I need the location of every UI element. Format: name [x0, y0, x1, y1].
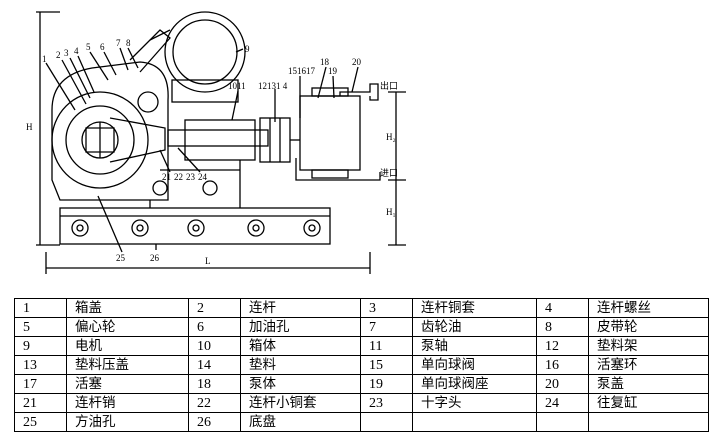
part-name	[412, 412, 537, 432]
label-inlet: 进口	[380, 168, 398, 178]
part-number: 15	[360, 355, 413, 375]
part-name: 十字头	[412, 393, 537, 413]
part-name: 电机	[66, 336, 189, 356]
gearbox-housing	[51, 61, 169, 201]
part-number: 7	[360, 317, 413, 337]
part-number: 13	[14, 355, 67, 375]
callout-22: 22	[174, 172, 183, 182]
part-number: 17	[14, 374, 67, 394]
part-name: 连杆销	[66, 393, 189, 413]
callout-21: 21	[162, 172, 171, 182]
part-number: 25	[14, 412, 67, 432]
part-name: 偏心轮	[66, 317, 189, 337]
part-number: 14	[188, 355, 241, 375]
part-number: 11	[360, 336, 413, 356]
part-name: 垫料	[240, 355, 361, 375]
part-name: 加油孔	[240, 317, 361, 337]
part-name: 齿轮油	[412, 317, 537, 337]
part-name: 单向球阀座	[412, 374, 537, 394]
part-number: 1	[14, 298, 67, 318]
callout-7: 7	[116, 38, 121, 48]
part-name: 单向球阀	[412, 355, 537, 375]
part-name: 垫料压盖	[66, 355, 189, 375]
callout-6: 6	[100, 42, 105, 52]
callout-4: 4	[74, 46, 79, 56]
part-number: 3	[360, 298, 413, 318]
part-number: 20	[536, 374, 589, 394]
dimension-H1: H₁	[386, 207, 396, 217]
part-name: 泵盖	[588, 374, 709, 394]
part-number: 24	[536, 393, 589, 413]
dimension-L: L	[205, 256, 211, 266]
callout-26: 26	[150, 253, 160, 263]
part-number: 19	[360, 374, 413, 394]
callout-15-17: 151617	[288, 66, 316, 76]
part-name: 连杆小铜套	[240, 393, 361, 413]
motor	[164, 11, 246, 93]
part-name: 箱盖	[66, 298, 189, 318]
callout-25: 25	[116, 253, 126, 263]
part-name: 活塞	[66, 374, 189, 394]
part-number: 8	[536, 317, 589, 337]
part-name: 垫料架	[588, 336, 709, 356]
part-number: 10	[188, 336, 241, 356]
callout-23: 23	[186, 172, 196, 182]
part-number: 6	[188, 317, 241, 337]
part-number: 5	[14, 317, 67, 337]
part-number	[360, 412, 413, 432]
part-name	[588, 412, 709, 432]
callout-3: 3	[64, 48, 69, 58]
part-name: 泵轴	[412, 336, 537, 356]
callout-9: 9	[245, 44, 250, 54]
callout-5: 5	[86, 42, 91, 52]
callout-18: 18	[320, 57, 330, 67]
part-name: 往复缸	[588, 393, 709, 413]
part-name: 活塞环	[588, 355, 709, 375]
part-number: 23	[360, 393, 413, 413]
pump-body	[299, 95, 361, 171]
callout-10-11: 1011	[228, 81, 246, 91]
part-number: 16	[536, 355, 589, 375]
part-name: 连杆铜套	[412, 298, 537, 318]
dimension-H: H	[26, 122, 33, 132]
part-name: 连杆	[240, 298, 361, 318]
pump-shaft	[167, 129, 269, 147]
callout-2: 2	[56, 50, 61, 60]
part-name: 连杆螺丝	[588, 298, 709, 318]
part-number: 21	[14, 393, 67, 413]
part-name: 泵体	[240, 374, 361, 394]
part-name: 箱体	[240, 336, 361, 356]
pump-assembly-drawing: 1 2 3 4 5 6 7 8 9 1011 12131 4 151617 18…	[26, 11, 406, 274]
part-number: 12	[536, 336, 589, 356]
part-number: 26	[188, 412, 241, 432]
callout-19: 19	[328, 66, 338, 76]
callout-1: 1	[42, 54, 47, 64]
part-number: 9	[14, 336, 67, 356]
callout-24: 24	[198, 172, 208, 182]
part-name: 底盘	[240, 412, 361, 432]
part-number: 2	[188, 298, 241, 318]
part-number	[536, 412, 589, 432]
callout-8: 8	[126, 38, 131, 48]
label-outlet: 出口	[380, 80, 398, 91]
callout-20: 20	[352, 57, 362, 67]
part-name: 皮带轮	[588, 317, 709, 337]
part-name: 方油孔	[66, 412, 189, 432]
dimension-H2: H₂	[386, 132, 396, 142]
callout-12-14: 12131 4	[258, 81, 288, 91]
part-number: 22	[188, 393, 241, 413]
part-number: 18	[188, 374, 241, 394]
base-plate	[59, 207, 331, 245]
connecting-rod	[109, 117, 166, 163]
eccentric-wheel	[65, 105, 135, 175]
part-number: 4	[536, 298, 589, 318]
